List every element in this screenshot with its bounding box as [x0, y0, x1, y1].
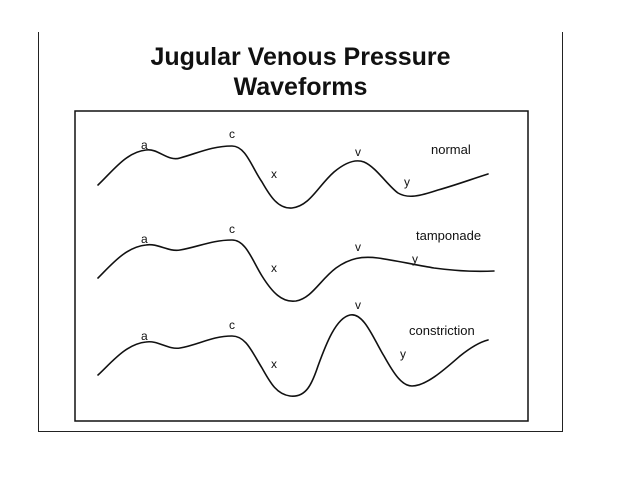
constriction-label-y: y [400, 347, 406, 361]
waveform-panel [74, 110, 529, 422]
tamponade-label-y: y [412, 252, 418, 266]
constriction-trace [97, 314, 489, 397]
tamponade-label-x: x [271, 261, 277, 275]
normal-name: normal [431, 142, 471, 157]
tamponade-label-a: a [141, 232, 148, 246]
constriction-name: constriction [409, 323, 475, 338]
tamponade-trace [97, 239, 495, 302]
title-line-1: Jugular Venous Pressure [150, 43, 451, 71]
title-line-2: Waveforms [233, 73, 368, 101]
normal-label-a: a [141, 138, 148, 152]
waveform-tamponade: a c x v y tamponade [97, 222, 495, 302]
outer-frame [38, 32, 563, 432]
waveform-constriction: a c x v y constriction [97, 298, 489, 397]
tamponade-label-v: v [355, 240, 361, 254]
constriction-label-c: c [229, 318, 235, 332]
waveform-normal: a c x v y normal [97, 127, 489, 209]
constriction-label-a: a [141, 329, 148, 343]
normal-label-y: y [404, 175, 410, 189]
normal-label-c: c [229, 127, 235, 141]
tamponade-label-c: c [229, 222, 235, 236]
normal-label-v: v [355, 145, 361, 159]
normal-trace [97, 145, 489, 209]
constriction-label-v: v [355, 298, 361, 312]
tamponade-name: tamponade [416, 228, 481, 243]
page-title: Jugular Venous Pressure Waveforms [38, 42, 563, 102]
constriction-label-x: x [271, 357, 277, 371]
normal-label-x: x [271, 167, 277, 181]
